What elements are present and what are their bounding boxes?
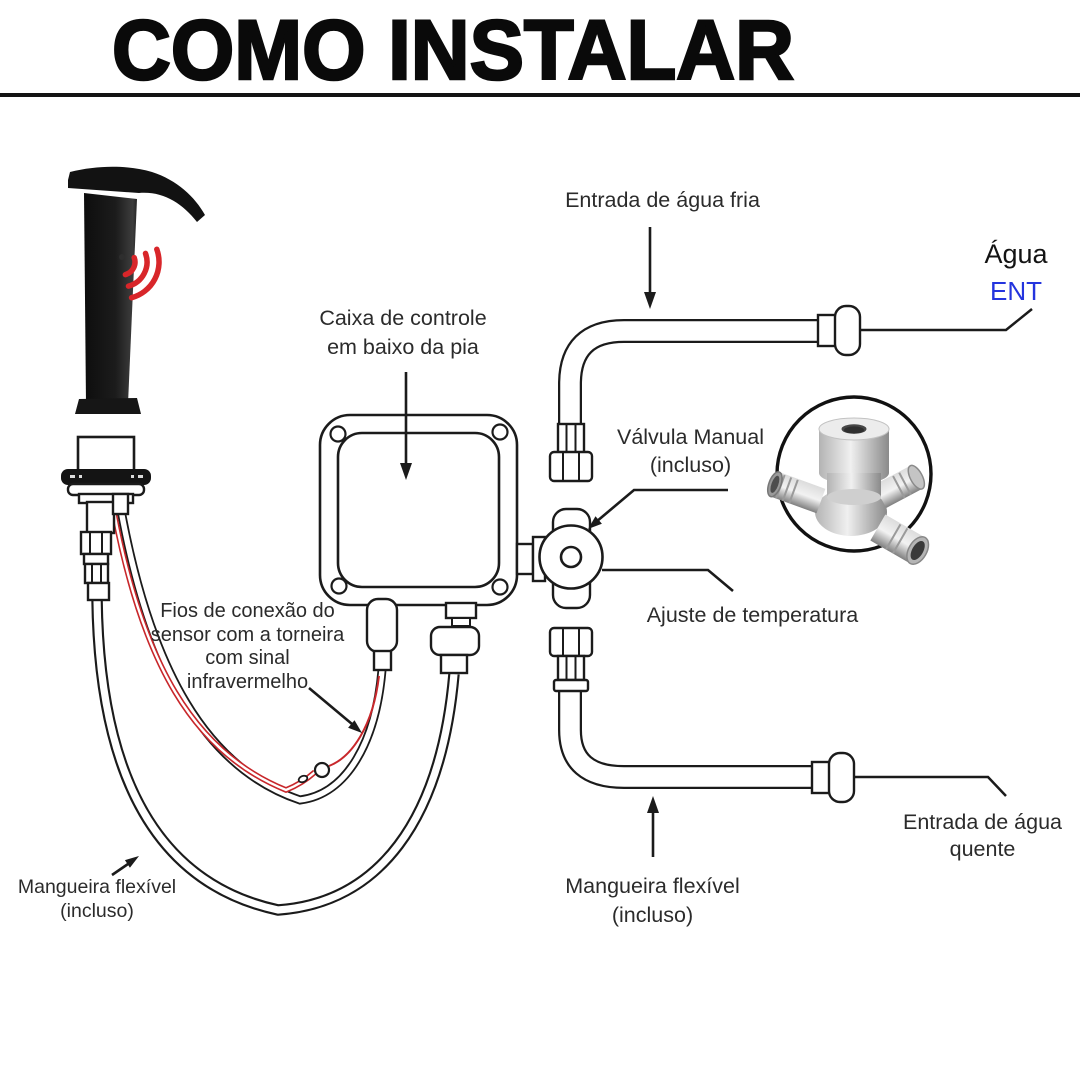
screw-icon (491, 423, 509, 441)
arrowhead-icon (400, 463, 412, 480)
arrowhead-icon (124, 856, 139, 868)
water-entry-label: Água ENT (964, 239, 1068, 307)
flexible-hose-left-label: Mangueira flexível (incluso) (17, 876, 177, 922)
water-entry-abbr: ENT (990, 276, 1042, 306)
annotation-arrows (111, 227, 734, 877)
page-title: COMO INSTALAR (111, 3, 795, 97)
flexible-hose-left (91, 597, 460, 916)
wire-plug-connector (313, 761, 331, 779)
faucet-shank-assembly (61, 435, 151, 602)
infrared-sensor-icon (119, 254, 125, 260)
cold-water-inlet-label: Entrada de água fria (565, 188, 760, 212)
flexible-hose-bottom-label: Mangueira flexível (incluso) (565, 874, 740, 927)
arrowhead-icon (644, 292, 656, 309)
control-box (318, 413, 547, 675)
manual-valve-label: Válvula Manual (incluso) (616, 425, 764, 477)
title-divider (0, 93, 1080, 97)
cold-supply-line (860, 308, 1033, 332)
screw-icon (330, 577, 348, 595)
sensor-faucet (68, 166, 205, 414)
hot-pipe-fitting (827, 751, 856, 804)
hot-water-pipe (558, 689, 1007, 804)
arrowhead-icon (588, 516, 602, 529)
cold-water-pipe (558, 304, 1033, 426)
hot-water-inlet-label: Entrada de água quente (903, 810, 1062, 861)
sensor-cable (116, 509, 387, 805)
infrared-signal-icon (122, 246, 162, 301)
water-word: Água (984, 239, 1048, 269)
temperature-adjust-label: Ajuste de temperatura (646, 603, 859, 627)
hose-outlet-connector (429, 625, 481, 675)
arrowhead-icon (348, 720, 362, 733)
valve-photo (766, 417, 930, 565)
mounting-plate (61, 469, 151, 485)
temperature-screw-icon (559, 545, 583, 569)
control-box-label: Caixa de controle em baixo da pia (319, 306, 487, 359)
sensor-wires-red (111, 511, 380, 794)
sensor-wires-label: Fios de conexão do sensor com a torneira… (150, 600, 345, 693)
hot-supply-line (854, 775, 1007, 797)
wire-outlet-connector (365, 597, 399, 672)
valve-photo-inset (766, 395, 933, 565)
arrowhead-icon (647, 796, 659, 813)
cold-pipe-fitting (833, 304, 862, 357)
manual-valve (538, 422, 604, 693)
screw-icon (329, 425, 347, 443)
screw-icon (491, 578, 509, 596)
